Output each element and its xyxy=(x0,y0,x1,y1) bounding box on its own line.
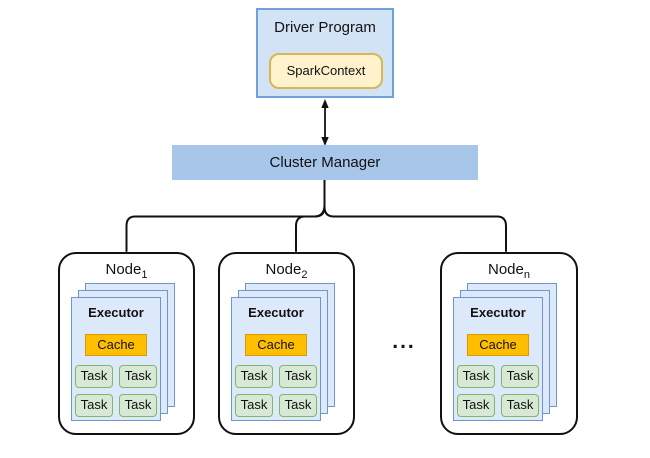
task-box: Task xyxy=(75,365,113,388)
executor-card: Executor Cache Task Task Task Task xyxy=(71,297,161,421)
spark-context-box: SparkContext xyxy=(269,53,383,89)
task-grid: Task Task Task Task xyxy=(75,365,157,417)
node-n-title: Noden xyxy=(442,254,576,282)
executor-label: Executor xyxy=(88,305,144,320)
cache-box: Cache xyxy=(245,334,307,356)
task-box: Task xyxy=(75,394,113,417)
executor-label: Executor xyxy=(248,305,304,320)
executor-label: Executor xyxy=(470,305,526,320)
connector-node-n xyxy=(323,179,507,252)
task-box: Task xyxy=(501,365,539,388)
node-1-name: Node xyxy=(105,261,142,278)
task-box: Task xyxy=(457,394,495,417)
node-n-box: Noden Executor Cache Task Task Task Task xyxy=(440,252,578,435)
task-box: Task xyxy=(119,394,157,417)
cache-box: Cache xyxy=(467,334,529,356)
driver-program-label: Driver Program xyxy=(274,19,376,36)
task-box: Task xyxy=(279,365,317,388)
node-1-subscript: 1 xyxy=(141,269,148,281)
node-2-title: Node2 xyxy=(220,254,353,282)
node-1-box: Node1 Executor Cache Task Task Task Task xyxy=(58,252,195,435)
node-2-box: Node2 Executor Cache Task Task Task Task xyxy=(218,252,355,435)
node-1-title: Node1 xyxy=(60,254,193,282)
node-2-subscript: 2 xyxy=(301,269,308,281)
task-grid: Task Task Task Task xyxy=(235,365,317,417)
connector-node-1 xyxy=(125,179,326,252)
executor-card: Executor Cache Task Task Task Task xyxy=(453,297,543,421)
task-box: Task xyxy=(235,394,273,417)
cluster-node-connectors xyxy=(125,179,507,252)
node-n-subscript: n xyxy=(523,269,530,281)
task-box: Task xyxy=(501,394,539,417)
task-grid: Task Task Task Task xyxy=(457,365,539,417)
connector-node-2 xyxy=(295,204,326,252)
cache-box: Cache xyxy=(85,334,147,356)
task-box: Task xyxy=(457,365,495,388)
nodes-ellipsis: ... xyxy=(392,330,416,353)
driver-cluster-arrow xyxy=(321,99,329,146)
node-n-name: Node xyxy=(488,261,524,278)
node-2-name: Node xyxy=(265,261,302,278)
task-box: Task xyxy=(235,365,273,388)
task-box: Task xyxy=(279,394,317,417)
cluster-manager-box: Cluster Manager xyxy=(172,145,478,180)
driver-program-box: Driver Program SparkContext xyxy=(256,8,394,98)
executor-card: Executor Cache Task Task Task Task xyxy=(231,297,321,421)
task-box: Task xyxy=(119,365,157,388)
